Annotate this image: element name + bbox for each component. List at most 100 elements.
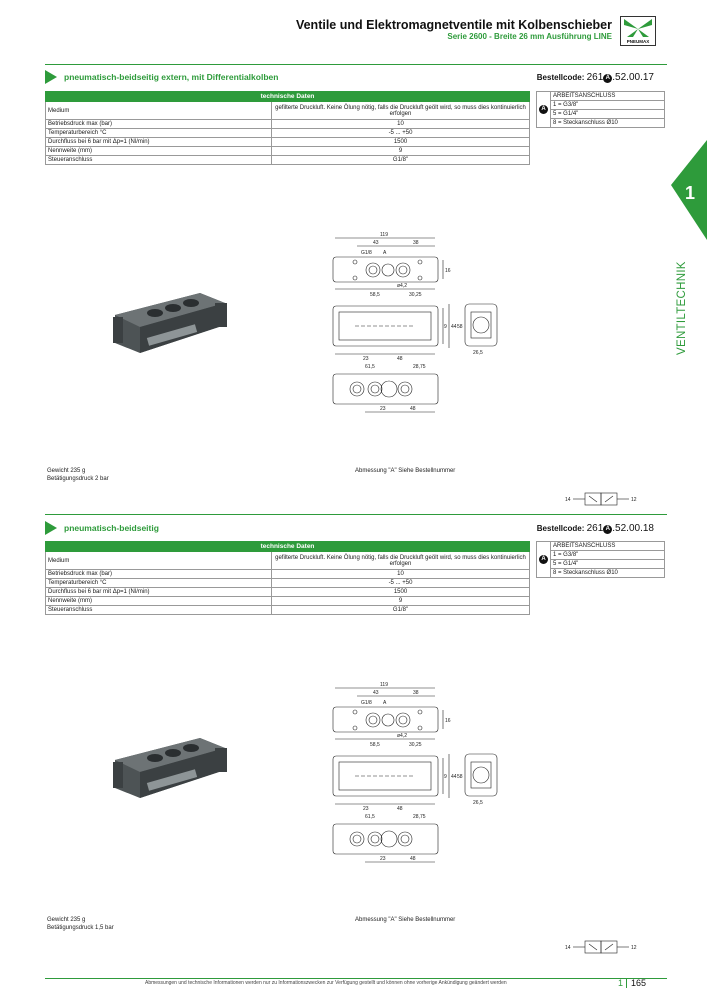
row-value: 10 xyxy=(271,569,530,579)
footer-disclaimer: Abmessungen und technische Informationen… xyxy=(145,980,507,986)
dim-23b: 23 xyxy=(380,856,386,862)
dim-16: 16 xyxy=(445,718,451,724)
section-heading: pneumatisch-beidseitig xyxy=(45,521,159,535)
dim-2875: 28,75 xyxy=(413,364,426,370)
dimension-note: Abmessung "A" Siehe Bestellnummer xyxy=(355,917,456,923)
dim-585: 58,5 xyxy=(370,742,380,748)
table-row: Temperaturbereich °C-5 ... +50 xyxy=(45,128,530,138)
dim-58: 58 xyxy=(457,774,463,780)
valve-symbol-icon: 14 12 xyxy=(565,492,637,506)
spec-notes: Gewicht 235 g Betätigungsdruck 2 bar xyxy=(47,467,109,483)
valve-symbol-icon: 14 12 xyxy=(565,940,637,954)
variant-badge: A xyxy=(603,74,613,83)
dim-overall: 119 xyxy=(380,232,388,238)
product-photo xyxy=(113,738,227,798)
dim-9: 9 xyxy=(444,324,447,330)
variant-badge: A xyxy=(539,555,548,564)
tech-table-header: technische Daten xyxy=(45,91,530,102)
table-row: Durchfluss bei 6 bar mit Δp=1 (Nl/min)15… xyxy=(45,587,530,597)
weight-text: Gewicht 235 g xyxy=(47,468,86,474)
dim-43: 43 xyxy=(373,240,379,246)
dim-g18: G1/8 xyxy=(361,250,372,256)
dim-3025: 30,25 xyxy=(409,292,422,298)
arrow-icon xyxy=(45,70,57,84)
dim-overall: 119 xyxy=(380,682,388,688)
ports-header: ARBEITSANSCHLUSS xyxy=(550,541,665,551)
row-label: Betriebsdruck max (bar) xyxy=(45,119,272,129)
dim-58: 58 xyxy=(457,324,463,330)
dim-48b: 48 xyxy=(410,406,416,412)
dim-16: 16 xyxy=(445,268,451,274)
row-value: 9 xyxy=(271,146,530,156)
list-item: 5 = G1/4" xyxy=(537,559,665,569)
dim-3025: 30,25 xyxy=(409,742,422,748)
section-title: pneumatisch-beidseitig extern, mit Diffe… xyxy=(64,72,279,82)
order-code-label: Bestellcode: xyxy=(536,524,585,533)
dim-a: A xyxy=(383,250,387,256)
port-option: 1 = G3/8" xyxy=(550,100,665,110)
dim-a: A xyxy=(383,700,387,706)
dim-38: 38 xyxy=(413,690,419,696)
ports-header: ARBEITSANSCHLUSS xyxy=(550,91,665,101)
port-option: 8 = Steckanschluss Ø10 xyxy=(550,118,665,128)
order-code-label: Bestellcode: xyxy=(536,73,585,82)
row-value: G1/8" xyxy=(271,605,530,615)
row-label: Temperaturbereich °C xyxy=(45,578,272,588)
footer-page-number: 165 xyxy=(626,978,647,988)
order-code-prefix: 261 xyxy=(586,523,604,534)
actuation-text: Betätigungsdruck 2 bar xyxy=(47,476,109,482)
row-label: Steueranschluss xyxy=(45,155,272,165)
dim-38: 38 xyxy=(413,240,419,246)
symbol-left-label: 14 xyxy=(565,497,571,503)
symbol-left-label: 14 xyxy=(565,945,571,951)
row-value: 1500 xyxy=(271,587,530,597)
logo-text: PNEUMAX xyxy=(626,39,650,44)
row-value: G1/8" xyxy=(271,155,530,165)
brand-logo: PNEUMAX xyxy=(620,16,656,46)
order-code-suffix: .52.00.18 xyxy=(612,523,654,534)
table-row: Betriebsdruck max (bar)10 xyxy=(45,119,530,129)
table-row: Nennweite (mm)9 xyxy=(45,146,530,156)
arrow-icon xyxy=(45,521,57,535)
dim-23: 23 xyxy=(363,356,369,362)
table-row: Betriebsdruck max (bar)10 xyxy=(45,569,530,579)
section-heading: pneumatisch-beidseitig extern, mit Diffe… xyxy=(45,70,278,84)
list-item: 1 = G3/8" xyxy=(537,550,665,560)
page-title: Ventile und Elektromagnetventile mit Kol… xyxy=(295,18,612,32)
dimension-note: Abmessung "A" Siehe Bestellnummer xyxy=(355,468,456,474)
row-value: -5 ... +50 xyxy=(271,578,530,588)
row-label: Nennweite (mm) xyxy=(45,146,272,156)
dim-48: 48 xyxy=(397,806,403,812)
row-value: 9 xyxy=(271,596,530,606)
list-item: 8 = Steckanschluss Ø10 xyxy=(537,118,665,128)
table-row: Durchfluss bei 6 bar mit Δp=1 (Nl/min)15… xyxy=(45,137,530,147)
port-option: 5 = G1/4" xyxy=(550,559,665,569)
order-code-suffix: .52.00.17 xyxy=(612,72,654,83)
list-item: 8 = Steckanschluss Ø10 xyxy=(537,568,665,578)
variant-badge: A xyxy=(539,105,548,114)
dim-44: 44 xyxy=(451,324,457,330)
port-option: 5 = G1/4" xyxy=(550,109,665,119)
symbol-right-label: 12 xyxy=(631,497,637,503)
technical-drawing: 119 43 38 G1/8 A 16 ø4,2 58,5 30,25 9 44… xyxy=(332,682,498,863)
row-value: 10 xyxy=(271,119,530,129)
dim-23: 23 xyxy=(363,806,369,812)
dim-48: 48 xyxy=(397,356,403,362)
dim-615: 61,5 xyxy=(365,364,375,370)
row-value: gefilterte Druckluft. Keine Ölung nötig,… xyxy=(271,101,530,120)
section-title: pneumatisch-beidseitig xyxy=(64,523,159,533)
dim-265: 26,5 xyxy=(473,800,483,806)
list-item: 5 = G1/4" xyxy=(537,109,665,119)
product-photo xyxy=(113,293,227,353)
row-value: -5 ... +50 xyxy=(271,128,530,138)
pneumax-logo-icon xyxy=(624,19,652,37)
